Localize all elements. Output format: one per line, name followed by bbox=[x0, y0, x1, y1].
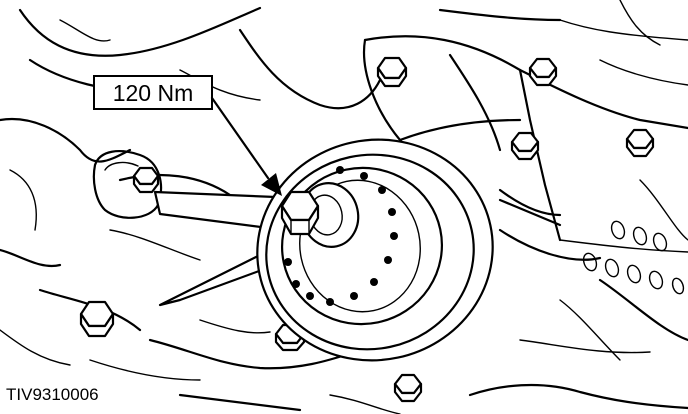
crankshaft-pulley bbox=[256, 138, 494, 362]
hex-bolt bbox=[79, 300, 115, 338]
arrowhead bbox=[261, 173, 282, 196]
hex-bolt bbox=[376, 56, 408, 88]
idler-mount-boss bbox=[92, 150, 162, 219]
pulley-bolt bbox=[280, 190, 320, 236]
hex-bolt bbox=[132, 166, 160, 194]
hex-bolt bbox=[625, 128, 655, 158]
hex-bolt bbox=[528, 57, 558, 87]
hex-bolt bbox=[393, 373, 423, 403]
torque-label: 120 Nm bbox=[113, 80, 194, 106]
engine-block-outline bbox=[0, 6, 688, 414]
hex-bolt bbox=[510, 131, 540, 161]
casting-slots bbox=[582, 220, 685, 295]
torque-callout: 120 Nm bbox=[93, 75, 282, 196]
figure-id: TIV9310006 bbox=[6, 385, 99, 404]
